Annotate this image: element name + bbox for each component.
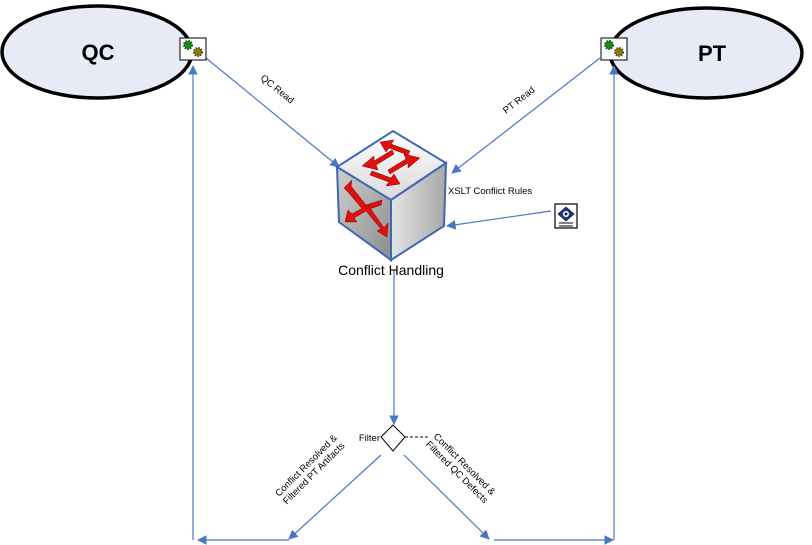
filter-node[interactable]: Filter [359,424,430,452]
filter-to-pt-branch [288,454,382,540]
filter-label: Filter [359,433,380,444]
switch-arrows [343,139,421,238]
qc-label: QC [82,40,115,65]
xslt-document-eye-icon[interactable] [554,203,578,229]
qc-read-label: QC Read [258,73,296,106]
connectors [188,57,619,545]
filtered-qc-defects-line1: Conflict Resolved & [431,431,498,498]
xslt-rules-label: XSLT Conflict Rules [448,186,532,197]
conflict-handling-label: Conflict Handling [338,262,444,278]
pt-label: PT [698,41,727,66]
filtered-pt-artifacts-line1: Conflict Resolved & [273,432,340,499]
filter-to-qc-branch [403,454,490,540]
xslt-rules-connector [446,210,552,230]
pt-node[interactable]: PT [608,6,804,100]
qc-read-connector [205,57,340,168]
qc-node[interactable]: QC [0,4,194,100]
filtered-qc-defects-label: Conflict Resolved & Filtered QC Defects [423,431,498,506]
pt-connector-gears-icon[interactable] [600,37,628,61]
qc-connector-gears-icon[interactable] [179,37,207,61]
conflict-handling-switch-icon[interactable] [335,129,448,262]
pt-read-connector [451,57,601,174]
